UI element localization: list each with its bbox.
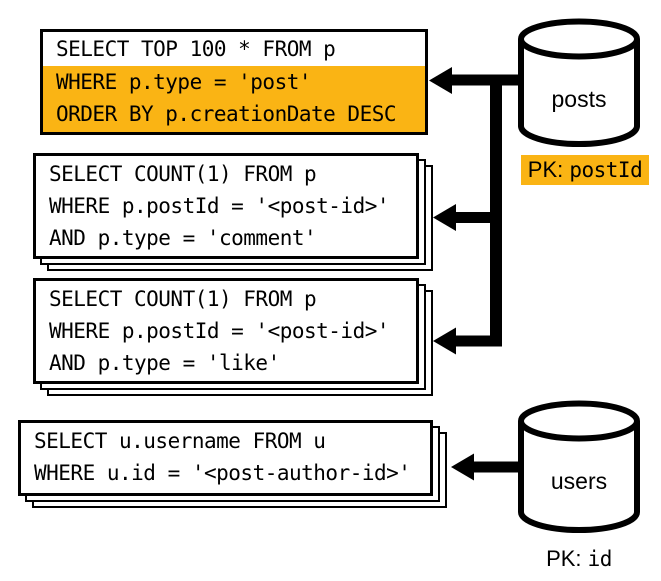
- sql-line-highlighted: WHERE p.type = 'post': [43, 66, 425, 98]
- arrow-trunk: [490, 74, 502, 347]
- query-stack-post-author: SELECT u.username FROM u WHERE u.id = '<…: [18, 420, 447, 508]
- arrow-posts-to-top-query: [429, 67, 518, 94]
- pk-prefix: PK:: [527, 157, 570, 182]
- arrow-users-to-author-query: [451, 453, 521, 481]
- arrow-branch-like-query: [433, 327, 502, 355]
- query-box-post-author: SELECT u.username FROM u WHERE u.id = '<…: [18, 420, 433, 496]
- sql-line: WHERE p.postId = '<post-id>': [49, 319, 390, 343]
- query-box-like-count: SELECT COUNT(1) FROM p WHERE p.postId = …: [33, 278, 419, 384]
- sql-line: SELECT COUNT(1) FROM p: [49, 162, 317, 186]
- sql-line: WHERE u.id = '<post-author-id>': [34, 461, 411, 485]
- sql-line: AND p.type = 'like': [49, 351, 280, 375]
- sql-line: AND p.type = 'comment': [49, 226, 317, 250]
- query-stack-like-count: SELECT COUNT(1) FROM p WHERE p.postId = …: [33, 278, 433, 396]
- sql-line: WHERE p.postId = '<post-id>': [49, 194, 390, 218]
- users-database-icon: [518, 400, 640, 533]
- pk-field-name: postId: [569, 158, 643, 182]
- sql-line: SELECT u.username FROM u: [34, 429, 326, 453]
- query-box-comment-count: SELECT COUNT(1) FROM p WHERE p.postId = …: [33, 153, 419, 259]
- pk-field-name: id: [587, 547, 613, 571]
- sql-line-highlighted: ORDER BY p.creationDate DESC: [43, 98, 425, 130]
- query-box-top-posts: SELECT TOP 100 * FROM p WHERE p.type = '…: [40, 29, 428, 135]
- sql-line: SELECT COUNT(1) FROM p: [49, 287, 317, 311]
- arrow-branch-comment-query: [433, 204, 502, 231]
- posts-pk-badge: PK: postId: [521, 155, 649, 185]
- pk-prefix: PK:: [546, 546, 588, 571]
- sql-line: SELECT TOP 100 * FROM p: [43, 32, 425, 66]
- query-stack-comment-count: SELECT COUNT(1) FROM p WHERE p.postId = …: [33, 153, 433, 271]
- posts-database-label: posts: [551, 86, 607, 112]
- users-pk-label: PK: id: [518, 544, 640, 574]
- posts-database-icon: [518, 18, 640, 147]
- users-database-label: users: [550, 468, 608, 494]
